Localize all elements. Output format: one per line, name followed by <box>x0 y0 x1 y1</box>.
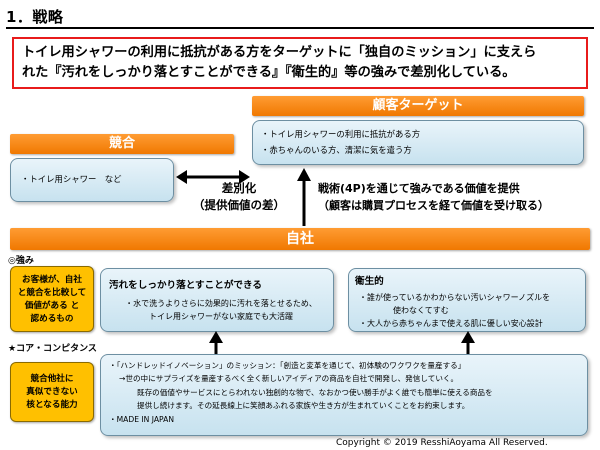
strength-body: ・水で洗うよりさらに効果的に汚れを落とせるため、 トイレ用シャワーがない家庭でも… <box>111 297 331 323</box>
double-arrow-icon <box>176 170 250 184</box>
core-competence-label: ★コア・コンピタンス <box>8 344 97 354</box>
strength-side-line: 認めるもの <box>30 314 74 324</box>
target-header: 顧客ターゲット <box>252 96 584 116</box>
competition-header: 競合 <box>10 134 234 154</box>
headline-line-1: トイレ用シャワーの利用に抵抗がある方をターゲットに「独自のミッション」に支えら <box>22 45 537 60</box>
strength-label: ◎強み <box>8 256 34 266</box>
core-line: 既存の価値やサービスにとらわれない独創的な物で、なおかつ使い勝手がよく誰でも簡単… <box>137 387 493 397</box>
strength-body-line: ・水で洗うよりさらに効果的に汚れを落とせるため、 <box>125 299 317 308</box>
strength-title: 衛生的 <box>355 276 384 287</box>
target-item-1: ・トイレ用シャワーの利用に抵抗がある方 <box>261 129 421 139</box>
page-title: 1．戦略 <box>6 8 64 26</box>
strength-body-line: ・大人から赤ちゃんまで使える肌に優しい安心設計 <box>359 319 543 328</box>
core-line: →世の中にサプライズを量産するべく全く新しいアイディアの商品を自社で開発し、発信… <box>119 374 459 384</box>
strength-side-note: お客様が、自社 と競合を比較して 価値がある と 認めるもの <box>10 266 94 332</box>
core-competence-box: ・「ハンドレッドイノベーション」のミッション：「創造と変革を通じて、初体験のワク… <box>100 354 588 436</box>
competition-item: ・トイレ用シャワー など <box>21 174 122 184</box>
strength-side-line: 価値がある と <box>24 301 80 311</box>
core-side-line: 真似できない <box>26 387 78 397</box>
headline-box: トイレ用シャワーの利用に抵抗がある方をターゲットに「独自のミッション」に支えら … <box>12 37 588 89</box>
title-underline <box>6 27 594 29</box>
strength-body-line: トイレ用シャワーがない家庭でも大活躍 <box>149 312 293 321</box>
up-arrow-icon <box>297 168 311 226</box>
strength-side-line: と競合を比較して <box>17 288 87 298</box>
tactics-line-1: 戦術(4P)を通じて強みである価値を提供 <box>318 182 520 195</box>
differentiation-line-1: 差別化 <box>221 181 257 195</box>
tactics-line-2: （顧客は購買プロセスを経て価値を受け取る） <box>318 199 549 212</box>
core-side-note: 競合他社に 真似できない 核となる能力 <box>10 362 94 422</box>
strength-card-1: 汚れをしっかり落とすことができる ・水で洗うよりさらに効果的に汚れを落とせるため… <box>100 268 334 332</box>
core-line: ・「ハンドレッドイノベーション」のミッション：「創造と変革を通じて、初体験のワク… <box>109 361 466 370</box>
core-line: ・MADE IN JAPAN <box>109 414 175 424</box>
strength-card-2: 衛生的 ・誰が使っているかわからない汚いシャワーノズルを 使わなくてすむ ・大人… <box>348 268 586 332</box>
strength-title: 汚れをしっかり落とすことができる <box>109 280 263 291</box>
target-box: ・トイレ用シャワーの利用に抵抗がある方 ・赤ちゃんのいる方、清潔に気を遣う方 <box>252 120 584 165</box>
core-side-line: 競合他社に <box>30 374 74 384</box>
headline-line-2: れた『汚れをしっかり落とすことができる』『衛生的』等の強みで差別化している。 <box>22 65 516 80</box>
strength-body-line: 使わなくてすむ <box>393 306 449 315</box>
differentiation-line-2: （提供価値の差） <box>193 198 285 212</box>
target-item-2: ・赤ちゃんのいる方、清潔に気を遣う方 <box>261 145 412 155</box>
strength-body-line: ・誰が使っているかわからない汚いシャワーノズルを <box>359 293 551 302</box>
core-side-line: 核となる能力 <box>26 400 78 410</box>
differentiation-label: 差別化 （提供価値の差） <box>176 180 302 214</box>
competition-box: ・トイレ用シャワー など <box>10 158 174 202</box>
strength-side-line: お客様が、自社 <box>22 275 82 285</box>
copyright-notice: Copyright © 2019 ResshiAoyama All Reserv… <box>336 438 548 448</box>
self-header: 自社 <box>10 228 590 250</box>
core-line: 提供し続けます。その延長線上に笑顔あふれる家族や生き方が生まれていくことをお約束… <box>137 401 470 411</box>
tactics-label: 戦術(4P)を通じて強みである価値を提供 （顧客は購買プロセスを経て価値を受け取… <box>318 180 600 214</box>
strength-body: ・誰が使っているかわからない汚いシャワーノズルを 使わなくてすむ ・大人から赤ち… <box>359 291 583 330</box>
